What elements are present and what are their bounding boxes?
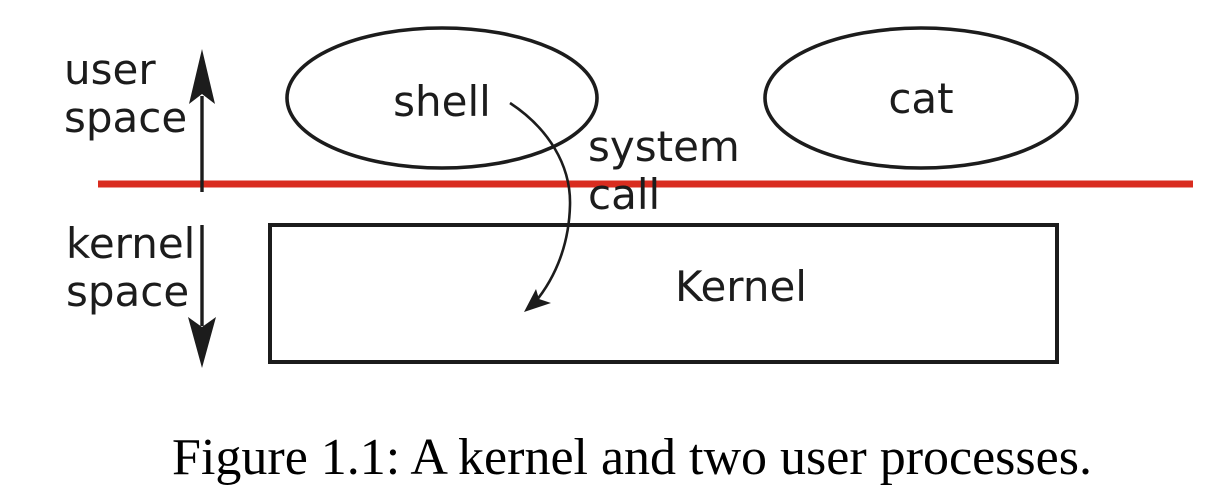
shell-process-label: shell [393, 77, 491, 126]
up-arrowhead [189, 49, 215, 104]
system-call-arrow-curve [509, 101, 572, 309]
system-call-label-line1: system [588, 122, 740, 171]
system-call-label-line2: call [588, 170, 661, 219]
user-space-label: user space [64, 46, 187, 142]
figure-caption: Figure 1.1: A kernel and two user proces… [172, 429, 1092, 486]
kernel-space-label-line1: kernel [66, 219, 196, 268]
system-call-arrow-icon [509, 101, 572, 312]
kernel-box-label: Kernel [675, 262, 807, 311]
user-space-up-arrow-icon [189, 49, 215, 192]
down-arrowhead [188, 317, 216, 368]
user-space-label-line1: user [64, 45, 156, 94]
system-call-arrowhead [524, 289, 551, 312]
cat-process-label: cat [888, 74, 954, 123]
user-space-label-line2: space [64, 93, 188, 142]
kernel-space-label-line2: space [66, 267, 190, 316]
system-call-label: system call [588, 123, 740, 219]
kernel-space-down-arrow-icon [188, 225, 216, 368]
kernel-box [268, 223, 1059, 364]
kernel-space-label: kernel space [66, 220, 195, 316]
shell-ellipse [285, 26, 599, 170]
cat-ellipse [763, 26, 1079, 170]
